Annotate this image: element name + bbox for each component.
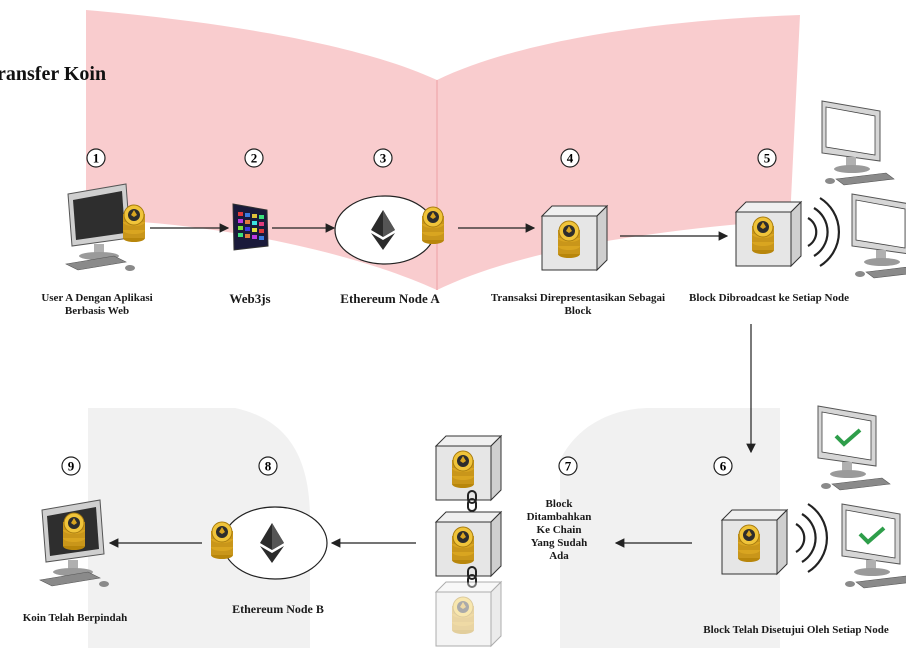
step-label-5: Block Dibroadcast ke Setiap Node <box>689 292 849 304</box>
approved-computer-icon <box>841 503 906 589</box>
svg-text:8: 8 <box>265 459 272 474</box>
svg-text:5: 5 <box>764 151 771 166</box>
step-number-9: 9 <box>61 456 81 476</box>
step-number-6: 6 <box>713 456 733 476</box>
svg-text:7: 7 <box>565 459 572 474</box>
chain-block-new <box>435 581 502 647</box>
node-computer-icon <box>851 193 906 279</box>
step-numbers: 1 2 3 4 5 6 7 8 9 <box>61 148 777 476</box>
web3js-grid-icon <box>232 203 269 251</box>
svg-text:4: 4 <box>567 151 574 166</box>
step-number-3: 3 <box>373 148 393 168</box>
step-number-5: 5 <box>757 148 777 168</box>
step-number-4: 4 <box>560 148 580 168</box>
flow-arrows <box>108 223 756 548</box>
svg-text:6: 6 <box>720 459 727 474</box>
broadcast-waves-icon <box>806 196 841 268</box>
svg-text:1: 1 <box>93 151 100 166</box>
step-label-4: Transaksi Direpresentasikan Sebagai Bloc… <box>490 292 666 317</box>
watermark-grey <box>88 408 780 648</box>
watermark-book <box>86 10 800 290</box>
diagram-title: ransfer Koin <box>0 63 107 85</box>
checkmark-icon <box>834 428 862 447</box>
step-label-3: Ethereum Node A <box>340 291 440 306</box>
step-label-2: Web3js <box>229 291 271 306</box>
approved-computer-icon <box>817 405 891 491</box>
ethereum-node-a <box>334 195 445 265</box>
broadcast-block-icon <box>735 201 802 267</box>
coin-stack-icon <box>122 204 146 243</box>
step-number-8: 8 <box>258 456 278 476</box>
node-computer-icon <box>821 100 895 186</box>
ethereum-node-b <box>210 506 328 580</box>
coin-stack-icon <box>421 206 445 245</box>
step-number-1: 1 <box>86 148 106 168</box>
step-label-8: Ethereum Node B <box>232 602 324 616</box>
chain-block-top <box>435 435 502 501</box>
step-label-7: Block Ditambahkan Ke Chain Yang Sudah Ad… <box>526 498 592 562</box>
step-number-7: 7 <box>558 456 578 476</box>
step-number-2: 2 <box>244 148 264 168</box>
approved-block-icon <box>721 509 788 575</box>
chain-block-middle <box>435 511 502 577</box>
step-label-1: User A Dengan Aplikasi Berbasis Web <box>41 292 153 317</box>
svg-text:2: 2 <box>251 151 258 166</box>
broadcast-waves-icon <box>794 502 829 574</box>
checkmark-icon <box>858 526 886 545</box>
step-label-9: Koin Telah Berpindah <box>22 612 128 624</box>
transaction-block-icon <box>541 205 608 271</box>
svg-text:3: 3 <box>380 151 387 166</box>
coin-stack-icon <box>210 521 234 560</box>
svg-text:9: 9 <box>68 459 75 474</box>
block-chain <box>435 435 502 647</box>
step-label-6: Block Telah Disetujui Oleh Setiap Node <box>703 624 889 636</box>
